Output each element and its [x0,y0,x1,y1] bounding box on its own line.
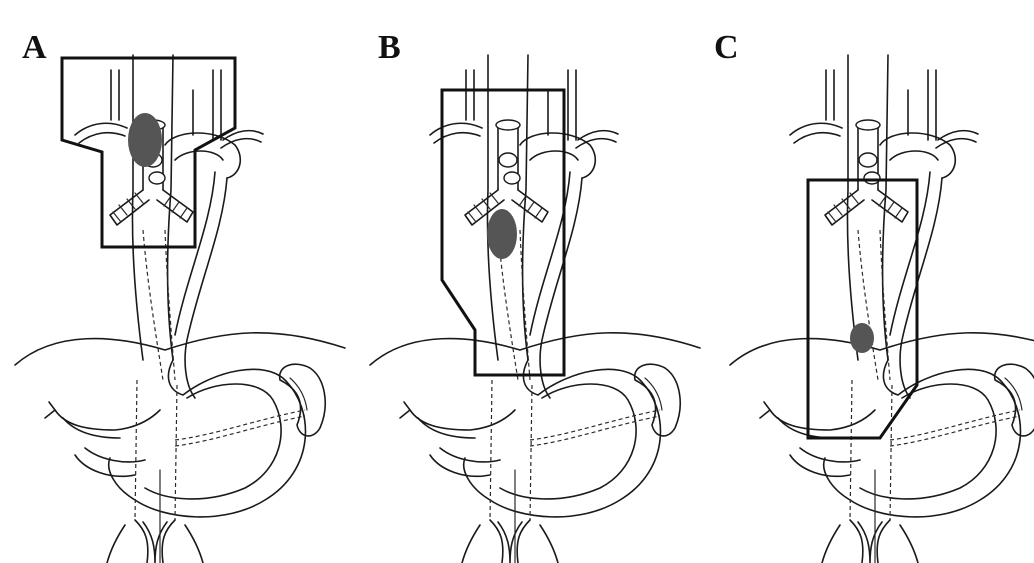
panel-a: A [14,29,346,563]
anatomy-drawing-c [729,54,1034,563]
resection-frame-b [440,88,566,377]
resection-frame-a [60,56,237,249]
resection-frame-c [806,178,919,440]
tumor-a [128,113,162,167]
panel-b: B [369,29,701,563]
tumor-c [850,323,874,353]
tumor-b [487,209,517,259]
panel-label-a: A [22,29,47,66]
panel-label-c: C [714,29,739,66]
panel-c: C [714,29,1034,563]
panel-label-b: B [378,29,401,66]
anatomy-drawing-a [14,54,346,563]
anatomy-drawing-b [369,54,701,563]
